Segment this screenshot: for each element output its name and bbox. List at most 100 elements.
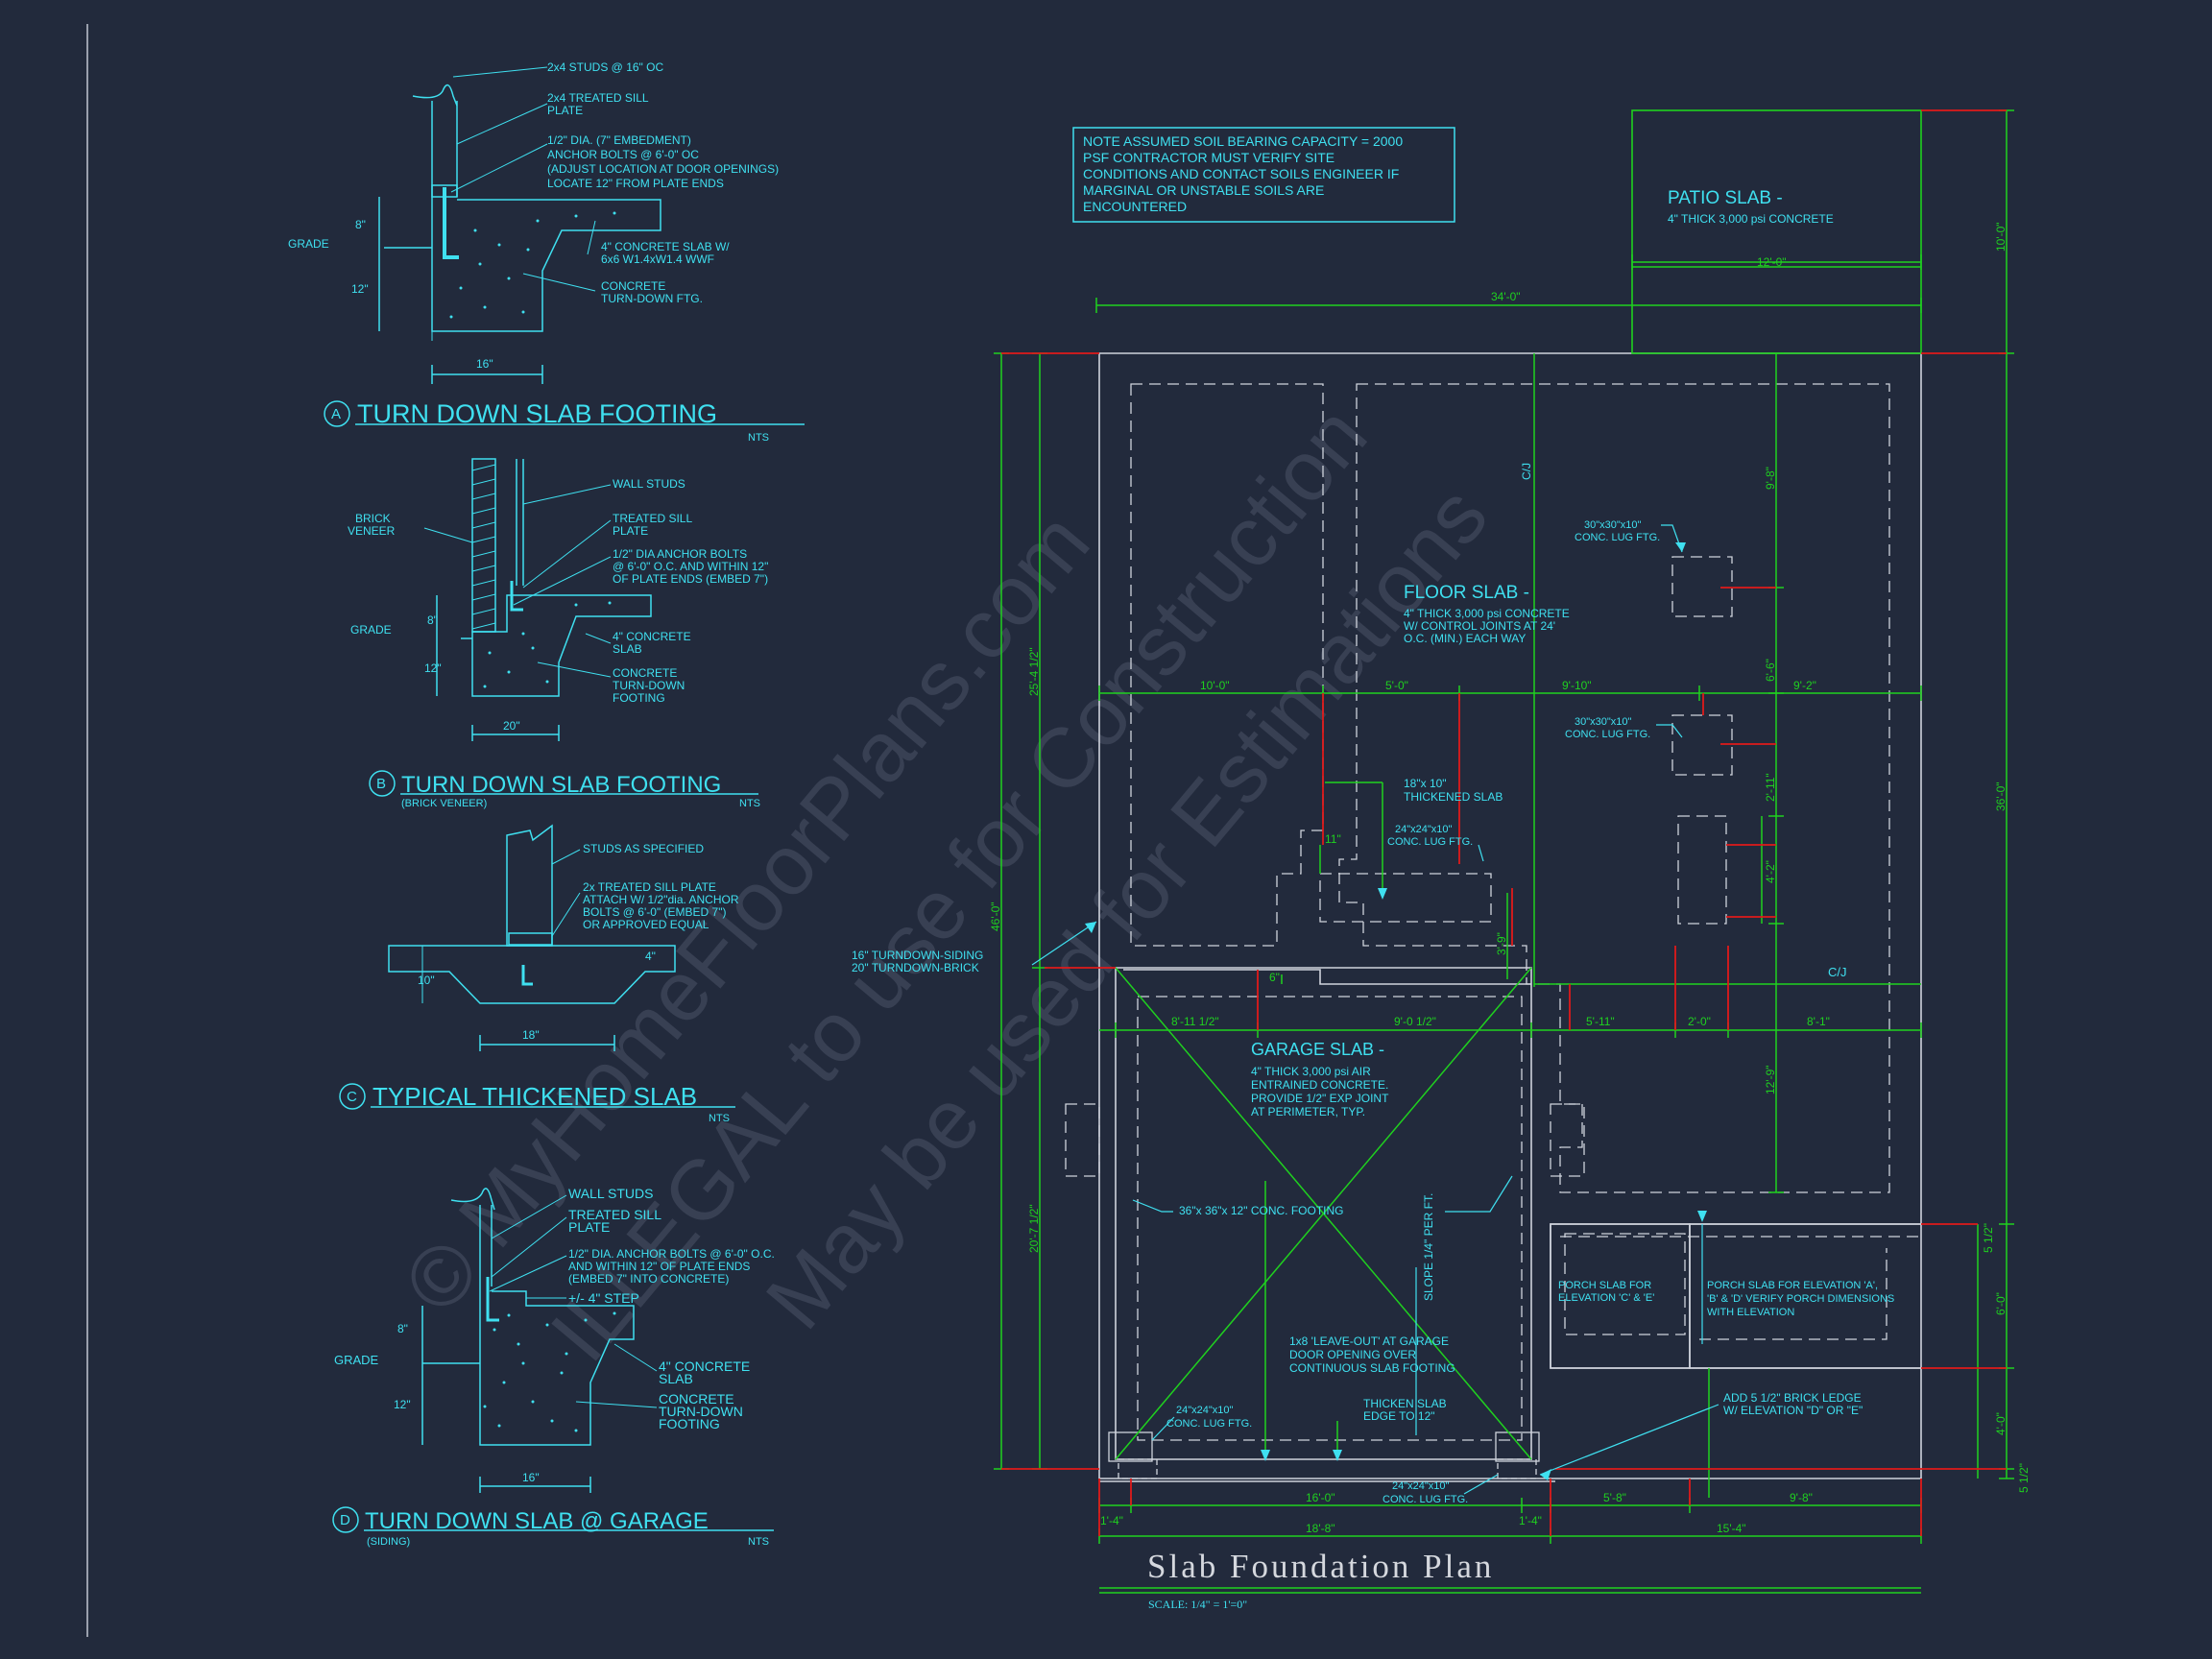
detail-d-scale: NTS <box>748 1536 769 1548</box>
corner-lug-right <box>1495 1431 1540 1462</box>
detail-a-note: 2x4 TREATED SILL <box>547 91 649 105</box>
detail-a-note: CONCRETE <box>601 279 665 293</box>
detail-b-dim-20: 20" <box>503 719 520 733</box>
thickened-slab-dashed <box>1319 873 1492 923</box>
leader-arrows <box>1085 542 1707 1480</box>
detail-d-letter: D <box>340 1512 350 1528</box>
detail-a-anchor-bolt <box>443 187 459 259</box>
floor-slab-title: FLOOR SLAB - <box>1404 583 1529 603</box>
arrow <box>1378 888 1387 900</box>
detail-a <box>324 66 805 427</box>
porch-abd-label: 'B' & 'D' VERIFY PORCH DIMENSIONS <box>1707 1293 1894 1305</box>
detail-a-leader <box>522 273 596 292</box>
dim-text: 5'-8" <box>1603 1491 1626 1504</box>
detail-c-note: STUDS AS SPECIFIED <box>583 842 704 855</box>
dim-text: 5'-11" <box>1586 1015 1615 1028</box>
dim-text: 1'-4" <box>1100 1514 1123 1527</box>
dim-text: 46'-0" <box>989 902 1002 931</box>
porch-ce-dashed <box>1564 1233 1686 1335</box>
porch-ce-label: PORCH SLAB FOR <box>1558 1280 1651 1291</box>
detail-d-note: CONCRETE <box>659 1391 734 1407</box>
detail-c-dim-10: 10" <box>418 974 435 987</box>
detail-a-note: (ADJUST LOCATION AT DOOR OPENINGS) <box>547 162 779 176</box>
lug-30b-label: 30"x30"x10" <box>1575 716 1632 728</box>
conc-footing-label: 36"x 36"x 12" CONC. FOOTING <box>1179 1204 1344 1217</box>
plan-dimension-text: 34'-0" 12'-0" 10'-0" 5'-0" 9'-10" 9'-2" … <box>989 222 2031 1535</box>
pilaster-left <box>1065 1103 1100 1177</box>
detail-d-grade: GRADE <box>334 1353 379 1367</box>
detail-b-dim-8: 8" <box>427 613 438 627</box>
dim-text: 9'-0 1/2" <box>1394 1015 1436 1028</box>
soil-note-line: ENCOUNTERED <box>1083 199 1187 214</box>
detail-a-leader <box>452 66 548 78</box>
detail-c <box>339 824 735 1110</box>
dim-text: 1'-4" <box>1519 1514 1542 1527</box>
detail-d-note: WALL STUDS <box>568 1186 653 1201</box>
leader-footing-right <box>1445 1175 1513 1213</box>
arrow <box>1540 1469 1551 1480</box>
detail-a-leader <box>456 103 548 145</box>
pier-dashed <box>1677 815 1727 925</box>
dim-text: 9'-2" <box>1793 679 1816 692</box>
detail-b-note: @ 6'-0" O.C. AND WITHIN 12" <box>613 560 768 573</box>
leader-lug-30b <box>1656 724 1683 738</box>
detail-c-scale: NTS <box>709 1113 730 1124</box>
detail-b-dim-12: 12" <box>424 661 442 675</box>
detail-d-note: FOOTING <box>659 1416 720 1431</box>
detail-b-note: 1/2" DIA ANCHOR BOLTS <box>613 547 747 561</box>
arrow <box>1675 542 1686 552</box>
detail-d-anchor-bolt <box>486 1277 499 1322</box>
detail-a-title: TURN DOWN SLAB FOOTING <box>357 399 717 428</box>
detail-b-subtitle: (BRICK VENEER) <box>401 798 487 809</box>
detail-b-marker-circle <box>369 770 396 797</box>
detail-a-text: 2x4 STUDS @ 16" OC 2x4 TREATED SILL PLAT… <box>288 60 779 444</box>
detail-b-footing-outline <box>471 594 652 697</box>
detail-c-anchor-bolt <box>521 965 533 986</box>
thicken-edge-label: EDGE TO 12" <box>1363 1409 1435 1423</box>
leader-footing-left <box>1132 1199 1173 1213</box>
brick-ledge-label: W/ ELEVATION "D" OR "E" <box>1723 1404 1863 1417</box>
detail-d-dim-8: 8" <box>397 1322 408 1335</box>
footing-dashed-left <box>1130 383 1324 947</box>
lug-24-left-label: 24"x24"x10" <box>1176 1405 1234 1416</box>
plan-title: Slab Foundation Plan <box>1147 1548 1494 1585</box>
porch-ce-label: ELEVATION 'C' & 'E' <box>1558 1292 1654 1304</box>
arrow <box>1697 1211 1707 1222</box>
floor-slab-spec: 4" THICK 3,000 psi CONCRETE <box>1404 607 1570 620</box>
detail-d-note: TURN-DOWN <box>659 1404 743 1419</box>
detail-a-note: TURN-DOWN FTG. <box>601 292 703 305</box>
detail-d-marker-circle <box>332 1506 359 1533</box>
dim-text: 5 1/2" <box>2017 1463 2031 1493</box>
dim-text: 16'-0" <box>1306 1491 1335 1504</box>
detail-c-leader <box>551 892 581 937</box>
detail-b-brick-label: VENEER <box>348 524 396 538</box>
detail-b-letter: B <box>376 776 386 792</box>
detail-d-note: +/- 4" STEP <box>568 1290 639 1306</box>
dim-text: 10'-0" <box>1994 222 2008 252</box>
leader-brick-ledge <box>1539 1404 1719 1476</box>
porch-abd-label: PORCH SLAB FOR ELEVATION 'A', <box>1707 1280 1878 1291</box>
soil-note-line: CONDITIONS AND CONTACT SOILS ENGINEER IF <box>1083 166 1399 181</box>
lug-24-mid-label: 24"x24"x10" <box>1395 824 1453 835</box>
detail-c-note: ATTACH W/ 1/2"dia. ANCHOR <box>583 893 739 906</box>
detail-d-aggregate <box>483 1311 616 1432</box>
turndown-label: 16" TURNDOWN-SIDING <box>852 949 983 962</box>
detail-b-note: CONCRETE <box>613 666 677 680</box>
leader-turndown <box>1031 921 1097 966</box>
detail-a-note: 2x4 STUDS @ 16" OC <box>547 60 663 74</box>
detail-b-text: WALL STUDS TREATED SILL PLATE 1/2" DIA A… <box>348 477 768 809</box>
garage-slab-spec: AT PERIMETER, TYP. <box>1251 1105 1365 1118</box>
porch-abd-dashed <box>1699 1248 1887 1340</box>
plan-green-lines <box>1000 110 2008 1537</box>
detail-d-break-line <box>450 1188 495 1211</box>
corner-lug-right-2 <box>1497 1458 1537 1479</box>
arrow <box>1085 922 1096 933</box>
detail-b-note: PLATE <box>613 524 648 538</box>
detail-d-dim-12: 12" <box>394 1398 411 1411</box>
detail-b-leader <box>513 556 612 606</box>
plan-scale: SCALE: 1/4" = 1'=0" <box>1148 1598 1247 1611</box>
detail-b-note: TURN-DOWN <box>613 679 685 692</box>
arrow <box>1333 1450 1342 1461</box>
